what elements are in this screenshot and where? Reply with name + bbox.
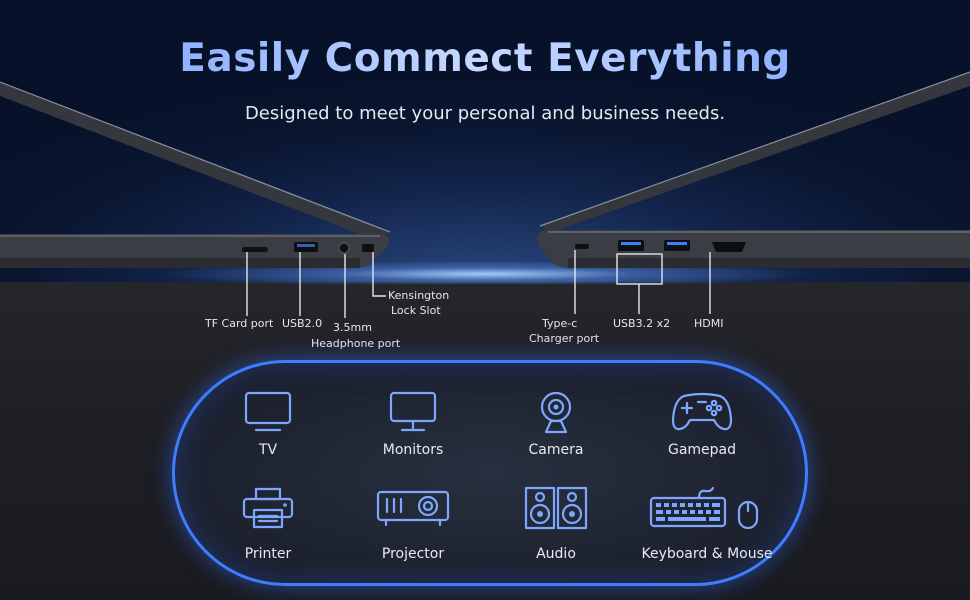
device-label: Monitors (382, 442, 444, 458)
device-printer: Printer (188, 486, 348, 562)
device-label: Keyboard & Mouse (641, 546, 773, 562)
device-label: TV (258, 442, 278, 458)
kensington-slot (362, 244, 374, 252)
speakers-icon (524, 486, 588, 530)
label-tf-card: TF Card port (205, 317, 274, 330)
label-headphone-line2: Headphone port (311, 337, 401, 350)
webcam-icon (540, 391, 572, 434)
tv-icon (244, 391, 292, 432)
label-typec-line1: Type-c (542, 317, 578, 330)
printer-icon (242, 487, 294, 529)
device-camera: Camera (476, 390, 636, 458)
label-usb2: USB2.0 (282, 317, 323, 330)
page-title: Easily Commect Everything (0, 36, 970, 81)
device-monitors: Monitors (333, 390, 493, 458)
device-label: Camera (528, 442, 584, 458)
tf-card-slot (242, 247, 268, 252)
device-gamepad: Gamepad (622, 390, 782, 458)
label-kensington-line1: Kensington (388, 289, 450, 302)
device-projector: Projector (333, 486, 493, 562)
devices-panel (172, 360, 808, 586)
projector-icon (376, 490, 450, 527)
page-subtitle: Designed to meet your personal and busin… (244, 103, 726, 124)
label-hdmi: HDMI (694, 317, 724, 330)
headphone-jack (338, 242, 350, 254)
device-keyboard-mouse: Keyboard & Mouse (622, 486, 792, 562)
right-laptop-lid (540, 72, 970, 232)
device-audio: Audio (476, 486, 636, 562)
usb3-socket-1 (618, 240, 644, 251)
label-usb3: USB3.2 x2 (613, 317, 671, 330)
device-label: Gamepad (667, 442, 737, 458)
label-typec-line2: Charger port (529, 332, 600, 345)
hdmi-socket (712, 242, 746, 252)
label-headphone-line1: 3.5mm (333, 321, 372, 334)
monitor-icon (389, 391, 437, 432)
keyboard-mouse-icon (649, 486, 759, 530)
device-label: Printer (244, 546, 292, 562)
usb3-socket-2 (664, 240, 690, 251)
gamepad-icon (671, 392, 733, 431)
typec-socket (575, 244, 589, 249)
device-label: Projector (381, 546, 445, 562)
device-label: Audio (536, 546, 576, 562)
device-tv: TV (188, 390, 348, 458)
label-kensington-line2: Lock Slot (391, 304, 441, 317)
left-laptop-lid (0, 82, 390, 240)
